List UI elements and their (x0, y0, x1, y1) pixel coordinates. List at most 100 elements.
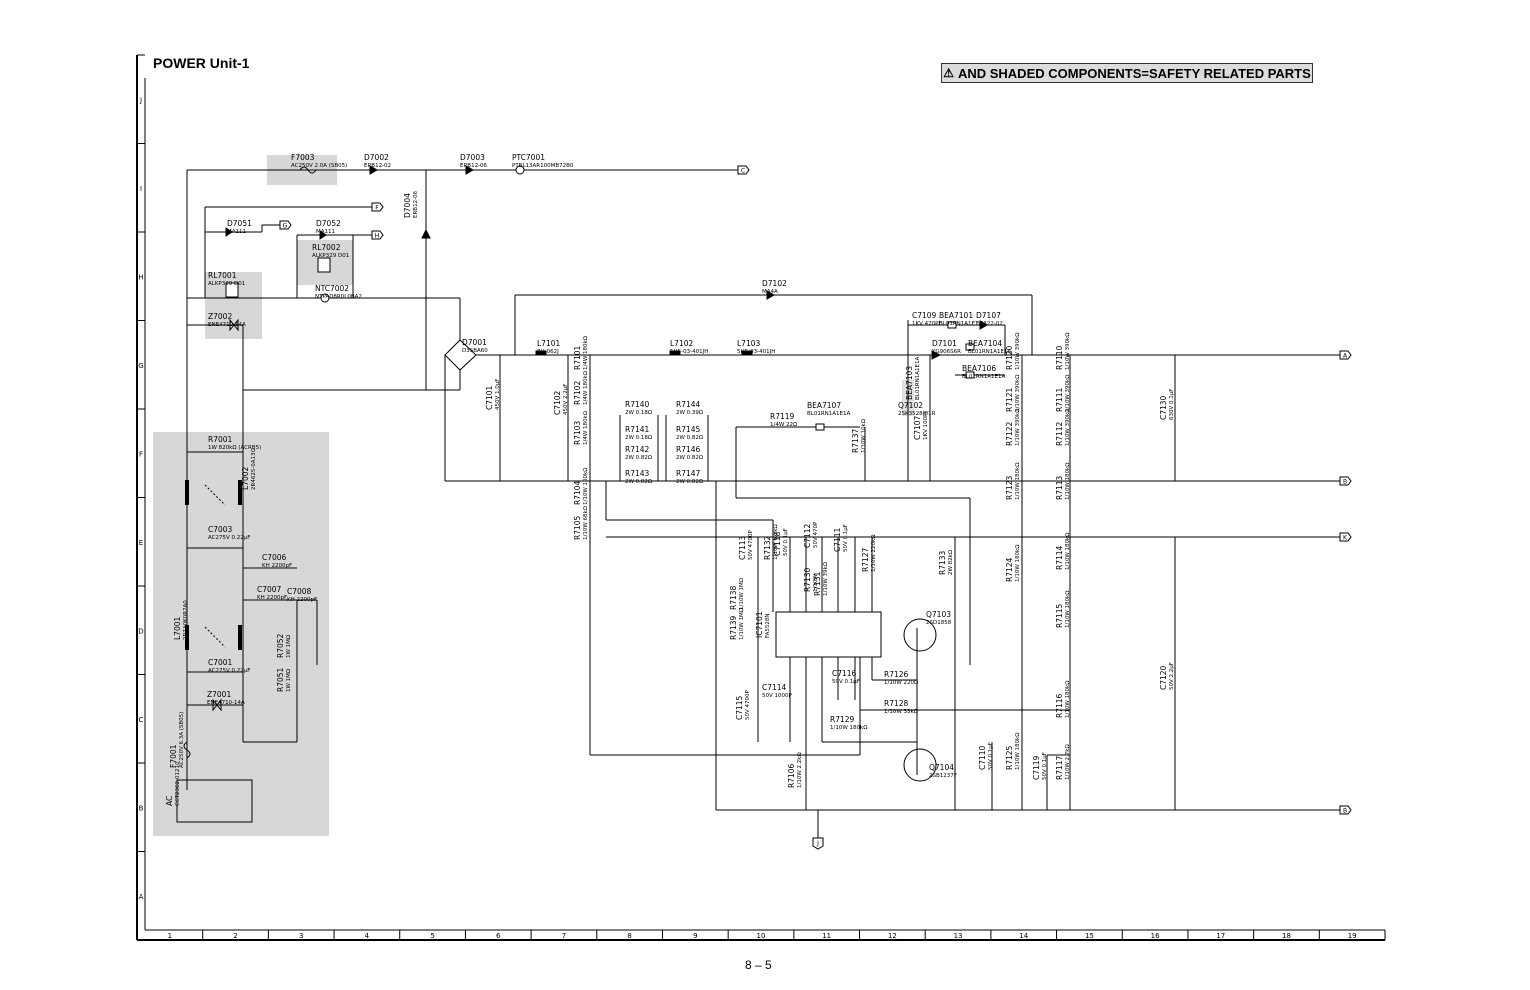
component-ref: C7112 (803, 523, 812, 548)
component-ref: C7118 (773, 531, 782, 556)
component-value: 50V 0.1μF (783, 528, 789, 556)
component-value: 2SK3528-01R (898, 411, 936, 417)
component-value: KH 2200pF (257, 595, 287, 601)
component-value: 1/10W 390kΩ (1015, 333, 1021, 370)
connector-flag: F (371, 202, 384, 212)
component-ref: R7146 (676, 445, 701, 454)
connector-flag: G (279, 220, 292, 230)
component-value: ERB12-06 (460, 163, 488, 169)
component-ref: C7006 (262, 553, 287, 562)
component-ref: F7003 (291, 153, 315, 162)
grid-col-label: 14 (1019, 932, 1028, 940)
component-value: 1W 1MΩ (286, 669, 292, 692)
component-ref: R7001 (208, 435, 233, 444)
component-value: 1/10W 180kΩ (830, 725, 867, 731)
component-value: ENE4710-14A (208, 322, 246, 328)
grid-col-label: 7 (562, 932, 566, 940)
component-value: 1/10W 180kΩ (1065, 591, 1071, 628)
component-value: 1/10W 68kΩ (583, 506, 589, 540)
component-ref: R7114 (1055, 545, 1064, 570)
component-value: 5H5-03-401JH (670, 349, 708, 355)
component-value: 50V 0.1μF (843, 524, 849, 552)
grid-col-label: 15 (1085, 932, 1094, 940)
component-value: ALKP329 D01 (312, 253, 349, 259)
component-value: 1/10W 180kΩ (1065, 533, 1071, 570)
component-value: 1/10W 1MΩ (739, 578, 745, 610)
component-ref: C7101 (485, 385, 494, 410)
component-value: MA111 (316, 229, 335, 235)
component-ref: R7102 (573, 380, 582, 405)
component-value: 1/10W 390kΩ (1065, 409, 1071, 446)
component-ref: L7101 (537, 339, 560, 348)
component-ref: C7110 (978, 745, 987, 770)
grid-col-label: 1 (168, 932, 172, 940)
component-value: 50V 0.1μF (1042, 752, 1048, 780)
component-value: BL01RN1A1E1A (968, 349, 1012, 355)
component-ref: Z7001 (207, 690, 231, 699)
connector-flag: C (737, 165, 750, 175)
component-value: 2W 0.18Ω (625, 410, 652, 416)
component-ref: C7008 (287, 587, 312, 596)
component-ref: R7145 (676, 425, 701, 434)
component-ref: R7139 (729, 615, 738, 640)
grid-col-label: 11 (822, 932, 831, 940)
component-ref: R7147 (676, 469, 701, 478)
component-ref: BEA7103 (905, 366, 914, 400)
component-ref: R7132 (763, 535, 772, 560)
component-value: 1/10W 180kΩ (1065, 681, 1071, 718)
component-ref: R7133 (938, 550, 947, 575)
component-ref: R7103 (573, 420, 582, 445)
connector-label: K (1343, 535, 1348, 542)
grid-col-label: 10 (757, 932, 766, 940)
component-value: 2W 0.39Ω (676, 410, 703, 416)
grid-row-label: G (138, 362, 143, 370)
component-value: 2SD1858 (926, 620, 952, 626)
connector-label: C (741, 168, 745, 175)
component-value: 50V 2.2μF (1169, 662, 1175, 690)
grid-row-label: B (139, 804, 144, 812)
component-value: 50V 0.1μF (988, 742, 994, 770)
component-value: 1/10W 2.7kΩ (1065, 744, 1071, 780)
component-ref: R7143 (625, 469, 650, 478)
component-value: 2W 0.82Ω (625, 455, 652, 461)
grid-row-label: A (139, 893, 144, 901)
grid-row-label: H (138, 273, 143, 281)
component-value: 1/10W 390kΩ (1065, 333, 1071, 370)
component-value: YG906S6R (931, 349, 961, 355)
component-ref: R7110 (1055, 345, 1064, 370)
component-ref: D7003 (460, 153, 485, 162)
component-ref: C7102 (553, 390, 562, 415)
page-number: 8 – 5 (745, 958, 772, 972)
